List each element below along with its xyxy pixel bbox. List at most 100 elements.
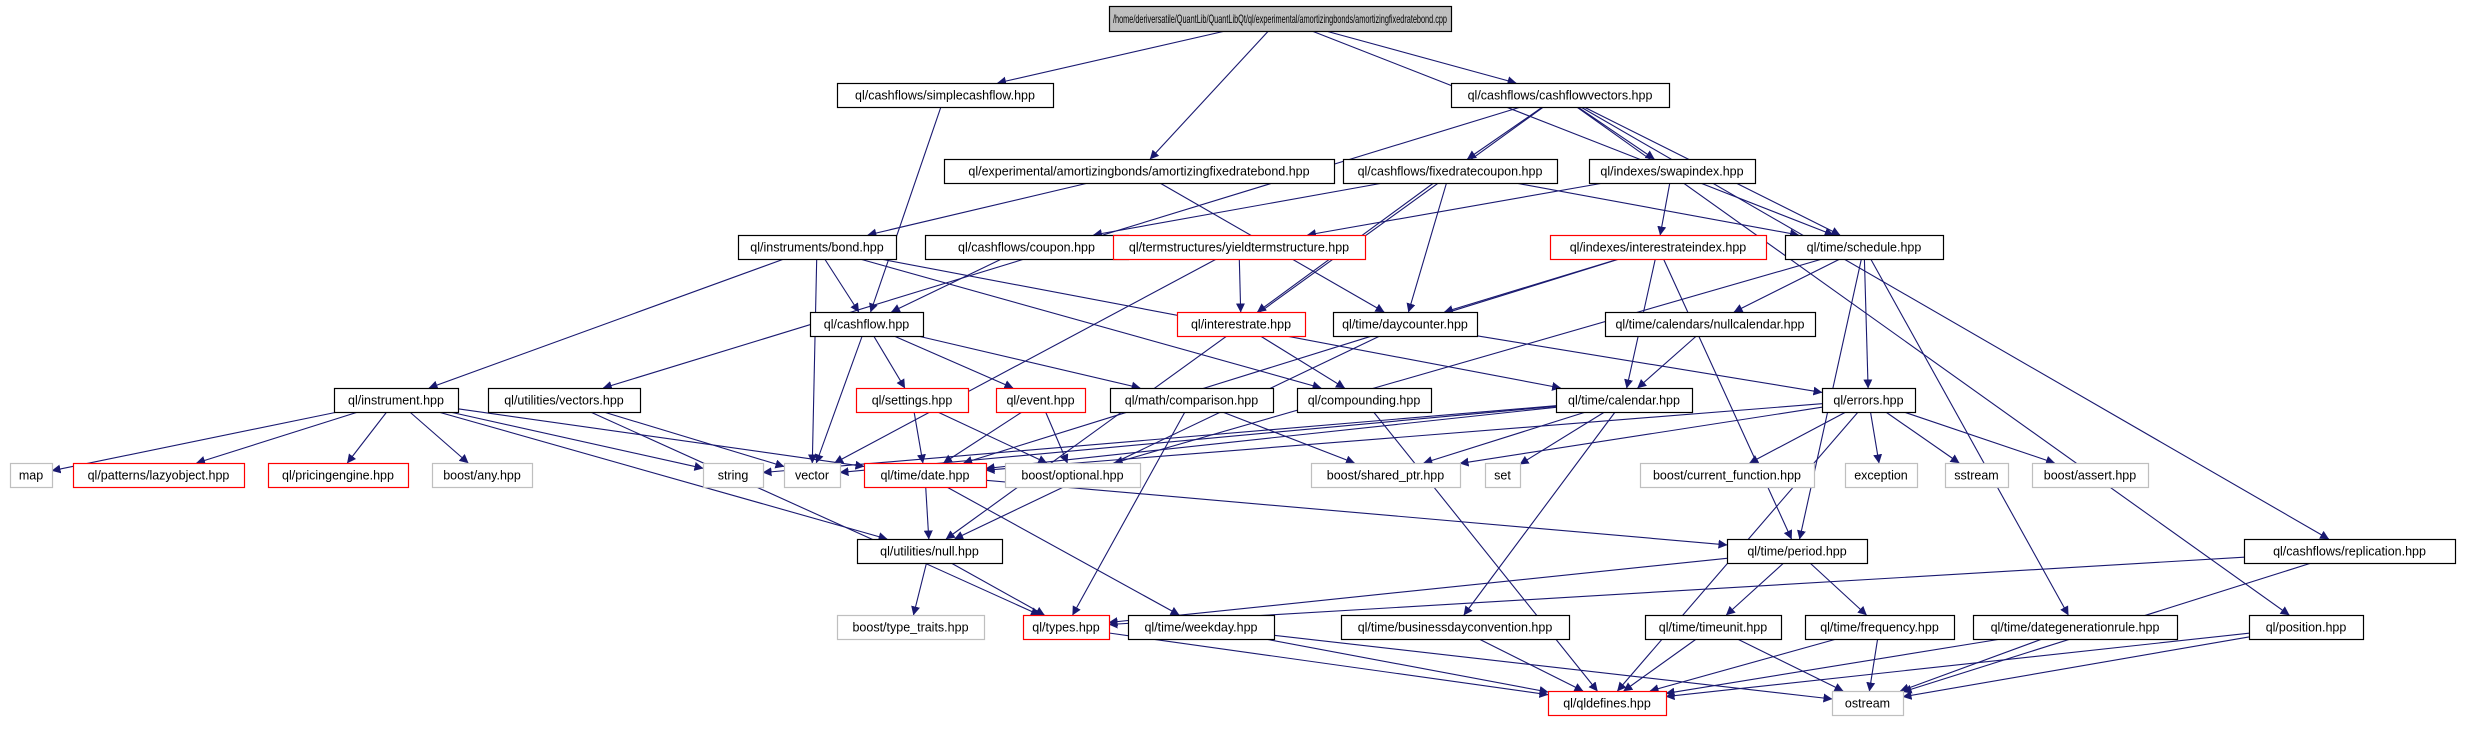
node-qldefines[interactable]: ql/qldefines.hpp [1547,690,1668,717]
node-label: boost/current_function.hpp [1653,469,1801,483]
edge-replication-to-types [1108,556,2245,629]
edge-calendar-to-date [985,406,1557,473]
edge-weekday-to-qldefines [1264,638,1549,695]
node-label: exception [1854,469,1908,483]
node-box [1547,690,1668,717]
node-swapindex[interactable]: ql/indexes/swapindex.hpp [1588,158,1757,185]
edge-period-to-timeunit [1725,562,1785,616]
node-interestrateindex[interactable]: ql/indexes/interestrateindex.hpp [1549,234,1768,261]
node-box [1450,82,1671,109]
node-interestrate[interactable]: ql/interestrate.hpp [1176,311,1307,338]
node-label: ql/experimental/amortizingbonds/amortizi… [968,165,1309,179]
node-pricingengine[interactable]: ql/pricingengine.hpp [267,462,410,489]
node-label: ql/patterns/lazyobject.hpp [88,469,230,483]
node-box [1784,234,1945,261]
node-sharedptr: boost/shared_ptr.hpp [1310,462,1462,489]
node-box [1310,462,1462,489]
node-box [2248,614,2365,641]
node-yieldts[interactable]: ql/termstructures/yieldtermstructure.hpp [1112,234,1367,261]
node-box [783,462,842,489]
node-period[interactable]: ql/time/period.hpp [1726,538,1869,565]
node-daycounter[interactable]: ql/time/daycounter.hpp [1332,311,1479,338]
edge-settings-to-date [913,411,926,464]
node-frequency[interactable]: ql/time/frequency.hpp [1804,614,1956,641]
node-types[interactable]: ql/types.hpp [1022,614,1111,641]
node-bdc[interactable]: ql/time/businessdayconvention.hpp [1340,614,1571,641]
node-box [1296,387,1433,414]
node-null[interactable]: ql/utilities/null.hpp [856,538,1004,565]
edge-cashflow-to-comparison [917,335,1141,391]
node-box [1831,690,1905,717]
node-cashflowvectors[interactable]: ql/cashflows/cashflowvectors.hpp [1450,82,1671,109]
edge-errors-to-currentfunction [1749,411,1847,464]
edge-swapindex-to-interestrateindex [1657,182,1671,236]
node-label: ql/compounding.hpp [1308,394,1421,408]
node-label: map [19,469,43,483]
node-root: /home/deriversatile/QuantLib/QuantLibQt/… [1108,5,1453,33]
node-errors[interactable]: ql/errors.hpp [1821,387,1917,414]
node-box [924,234,1130,261]
node-label: ql/time/period.hpp [1747,545,1846,559]
node-dategenrule[interactable]: ql/time/dategenerationrule.hpp [1972,614,2179,641]
node-label: boost/assert.hpp [2044,469,2136,483]
node-box [1804,614,1956,641]
edge-instrument-to-date [457,408,865,470]
node-vectors[interactable]: ql/utilities/vectors.hpp [487,387,642,414]
node-position[interactable]: ql/position.hpp [2248,614,2365,641]
node-simplecashflow[interactable]: ql/cashflows/simplecashflow.hpp [836,82,1055,109]
node-exception: exception [1844,462,1919,489]
node-label: boost/type_traits.hpp [852,621,968,635]
edge-vectors-to-types [590,411,1040,616]
node-label: string [718,469,749,483]
edge-errors-to-exception [1869,411,1883,464]
edge-timeunit-to-ostream [1737,638,1844,692]
node-date[interactable]: ql/time/date.hpp [863,462,988,489]
node-replication[interactable]: ql/cashflows/replication.hpp [2243,538,2457,565]
node-label: ql/cashflow.hpp [824,318,910,332]
node-timeunit[interactable]: ql/time/timeunit.hpp [1644,614,1783,641]
edge-yieldts-to-interestrate [1235,258,1245,313]
node-box [267,462,410,489]
node-settings[interactable]: ql/settings.hpp [855,387,970,414]
node-box [1844,462,1919,489]
node-calendar[interactable]: ql/time/calendar.hpp [1555,387,1694,414]
node-fixedratecoupon[interactable]: ql/cashflows/fixedratecoupon.hpp [1342,158,1559,185]
node-schedule[interactable]: ql/time/schedule.hpp [1784,234,1945,261]
node-event[interactable]: ql/event.hpp [995,387,1087,414]
node-box [1821,387,1917,414]
node-label: ql/time/calendars/nullcalendar.hpp [1615,318,1804,332]
node-typetraits: boost/type_traits.hpp [836,614,986,641]
node-label: ql/pricingengine.hpp [282,469,394,483]
node-instrument[interactable]: ql/instrument.hpp [333,387,460,414]
node-box [1644,614,1783,641]
edge-compounding-to-qldefines [1373,411,1598,692]
node-label: ql/cashflows/replication.hpp [2273,545,2426,559]
node-compounding[interactable]: ql/compounding.hpp [1296,387,1433,414]
node-amortizinghpp[interactable]: ql/experimental/amortizingbonds/amortizi… [943,158,1336,185]
node-box [995,387,1087,414]
node-coupon[interactable]: ql/cashflows/coupon.hpp [924,234,1130,261]
node-sstream: sstream [1944,462,2010,489]
edge-root-to-amortizinghpp [1149,30,1269,160]
node-label: ostream [1845,697,1890,711]
edge-cashflow-to-settings [873,335,906,389]
edge-cashflow-to-vector [814,335,863,464]
edge-instrument-to-null [438,411,888,542]
node-box [1004,462,1142,489]
edge-date-to-null [923,486,933,540]
node-lazyobject[interactable]: ql/patterns/lazyobject.hpp [72,462,246,489]
node-label: ql/time/calendar.hpp [1568,394,1680,408]
edge-amortizinghpp-to-bond [867,182,1089,238]
node-box [737,234,898,261]
node-label: set [1494,469,1511,483]
edge-cashflowvectors-to-position [1576,106,2290,616]
node-comparison[interactable]: ql/math/comparison.hpp [1109,387,1275,414]
node-label: ql/math/comparison.hpp [1125,394,1258,408]
node-cashflow[interactable]: ql/cashflow.hpp [809,311,925,338]
node-label: ql/settings.hpp [872,394,953,408]
node-weekday[interactable]: ql/time/weekday.hpp [1127,614,1276,641]
node-bond[interactable]: ql/instruments/bond.hpp [737,234,898,261]
node-label: ql/instrument.hpp [348,394,444,408]
node-boostany: boost/any.hpp [431,462,534,489]
node-nullcalendar[interactable]: ql/time/calendars/nullcalendar.hpp [1604,311,1817,338]
